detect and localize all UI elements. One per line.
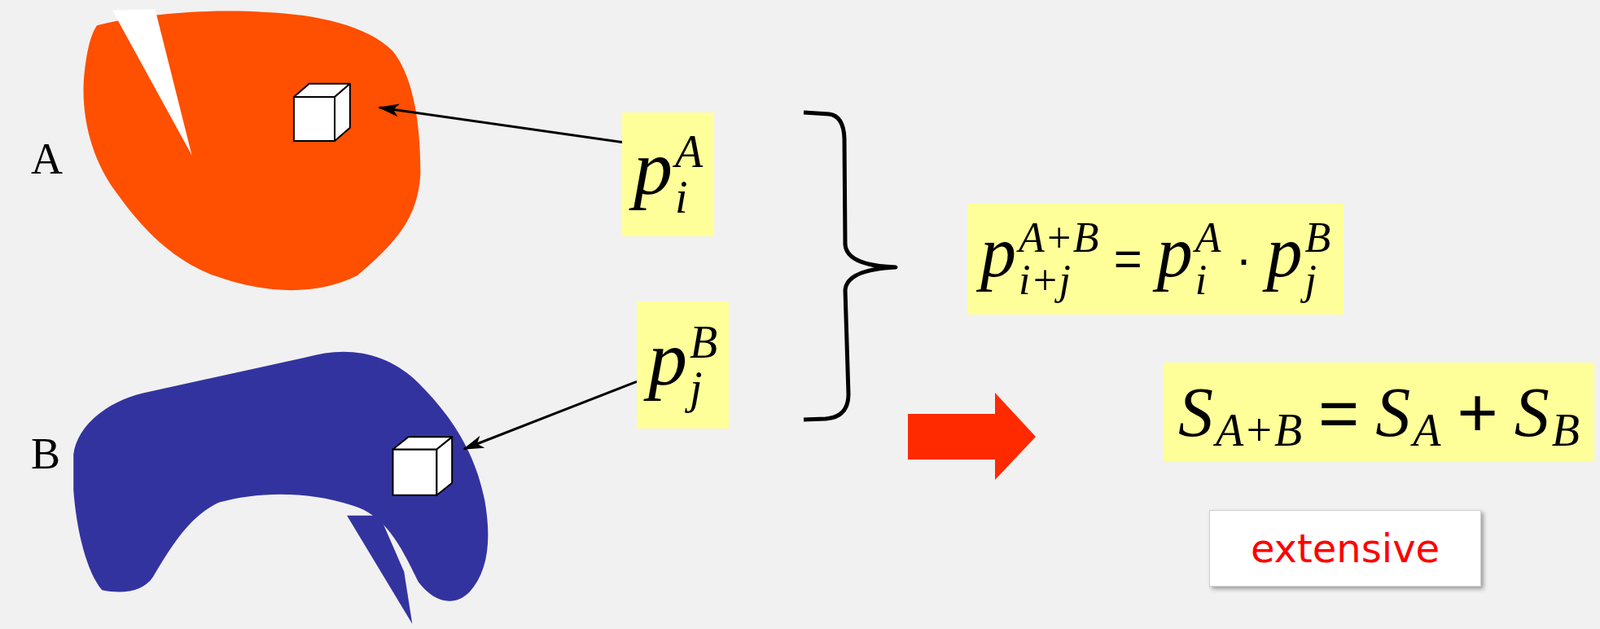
property-tag: extensive	[1209, 509, 1482, 587]
subscript: B	[1551, 407, 1580, 453]
volume-cube	[392, 436, 452, 495]
entropy-formula-box: SA+B=SA+SB	[1163, 362, 1595, 462]
script-stack: A+Bi+j	[1018, 216, 1100, 302]
region-shape	[73, 351, 488, 601]
math-symbol: p	[1157, 216, 1193, 302]
math-symbol: p	[1266, 216, 1302, 302]
superscript: A	[1195, 216, 1222, 259]
product-formula-box: pA+Bi+j=pAi·pBj	[967, 203, 1344, 315]
operator: =	[1318, 376, 1359, 448]
subscript: i	[675, 174, 703, 220]
pointer-arrow	[464, 381, 637, 449]
operator: =	[1113, 234, 1143, 284]
script-stack: A+B	[1215, 376, 1302, 448]
script-stack: B	[1551, 376, 1580, 448]
volume-cube	[293, 83, 351, 141]
math-symbol: p	[980, 216, 1017, 302]
math-symbol: p	[633, 128, 673, 220]
math-symbol: S	[1178, 376, 1214, 448]
script-stack: Ai	[675, 128, 703, 220]
operator: ·	[1235, 234, 1252, 284]
implication-arrow	[907, 392, 1036, 480]
subscript: j	[689, 364, 718, 411]
superscript: A	[675, 128, 703, 175]
math-symbol: S	[1514, 376, 1550, 448]
subscript: A	[1412, 407, 1441, 453]
blob-outline	[16, 6, 440, 296]
script-stack: Bj	[689, 319, 718, 411]
region-notch	[346, 515, 413, 624]
superscript: B	[1304, 216, 1331, 259]
region-shape	[83, 11, 421, 291]
script-stack: Bj	[1304, 216, 1331, 302]
superscript: B	[689, 319, 718, 365]
superscript: A+B	[1018, 216, 1100, 259]
script-stack: A	[1412, 376, 1441, 448]
orange-blob: A	[16, 6, 440, 296]
region-notch	[112, 8, 193, 155]
blue-blob: B	[16, 329, 497, 625]
script-stack: Ai	[1195, 216, 1222, 302]
subscript: i+j	[1018, 258, 1100, 302]
math-symbol: S	[1375, 376, 1411, 448]
operator: +	[1457, 376, 1499, 448]
region-label: A	[30, 136, 63, 181]
probability-box: pBj	[636, 301, 729, 429]
probability-box: pAi	[622, 112, 715, 237]
property-word: extensive	[1250, 528, 1440, 568]
subscript: A+B	[1215, 407, 1302, 453]
subscript: i	[1195, 258, 1222, 302]
region-label: B	[30, 431, 61, 476]
blob-outline	[16, 329, 497, 625]
pointer-arrow	[379, 107, 623, 142]
subscript: j	[1304, 258, 1331, 302]
curly-bracket	[803, 112, 896, 420]
math-symbol: p	[648, 319, 688, 411]
